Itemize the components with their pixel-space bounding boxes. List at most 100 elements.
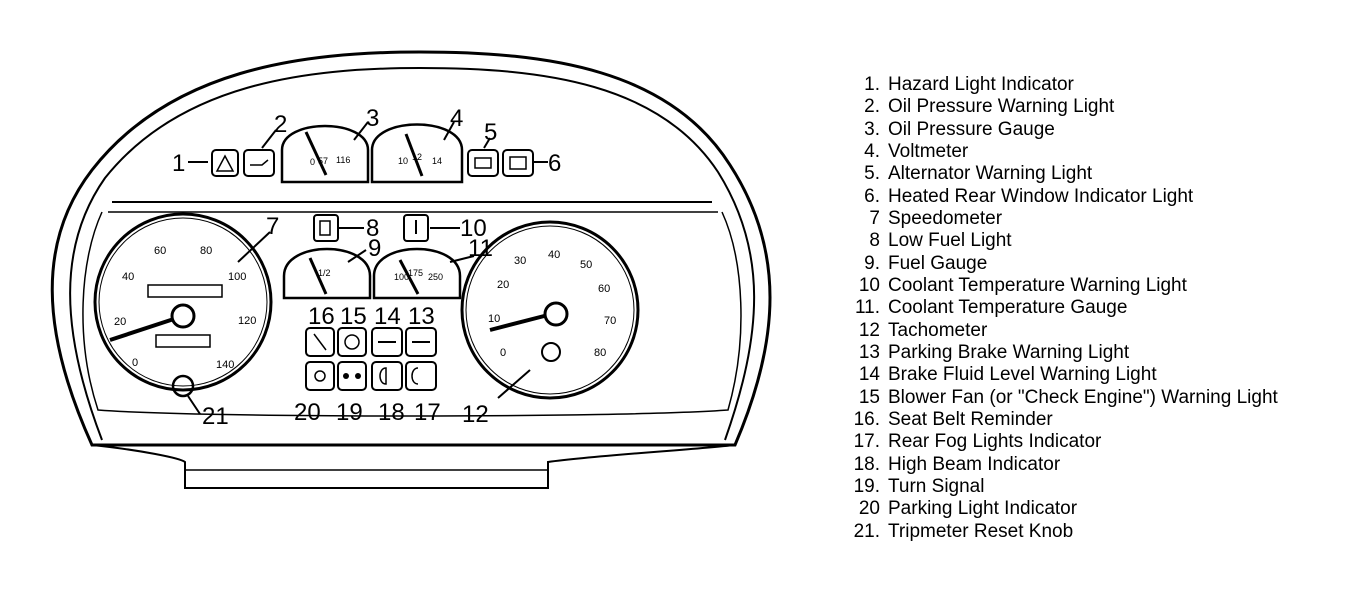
legend-label: Oil Pressure Warning Light	[888, 96, 1115, 118]
legend-label: Tripmeter Reset Knob	[888, 520, 1074, 542]
legend-number: 21.	[853, 520, 880, 542]
brake-fluid-level-warning-light	[371, 327, 403, 357]
legend-label: Oil Pressure Gauge	[888, 118, 1055, 140]
legend-item: 10 Coolant Temperature Warning Light	[836, 275, 1356, 297]
callout-leaders	[187, 121, 548, 415]
legend-label: Fuel Gauge	[888, 252, 988, 274]
tach-tick-40: 40	[548, 249, 560, 261]
volt-tick-14: 14	[432, 156, 442, 166]
legend-number: 14	[858, 364, 880, 386]
speedo-tick-120: 120	[238, 315, 256, 327]
speedo-tick-20: 20	[114, 316, 126, 328]
seat-belt-reminder	[305, 327, 335, 357]
callout-14: 14	[374, 303, 401, 330]
legend-number: 8	[869, 230, 880, 252]
callout-8: 8	[366, 215, 379, 242]
cluster-housing-outer	[50, 50, 772, 447]
callout-12: 12	[462, 401, 489, 428]
component-legend: 1.Hazard Light Indicator 2. Oil Pressure …	[836, 74, 1356, 543]
legend-item: 11. Coolant Temperature Gauge	[836, 297, 1356, 319]
legend-label: Coolant Temperature Warning Light	[888, 274, 1187, 296]
rear-fog-lights-indicator	[405, 361, 437, 391]
legend-number: 15	[858, 386, 880, 408]
callout-19: 19	[336, 399, 363, 426]
coolant-temperature-warning-light	[403, 214, 429, 242]
legend-label: Rear Fog Lights Indicator	[888, 431, 1102, 453]
low-fuel-light	[313, 214, 339, 242]
coolant-temperature-gauge: 100 175 250	[372, 247, 462, 300]
fuel-gauge: 1/2	[282, 247, 372, 300]
tach-tick-70: 70	[604, 315, 616, 327]
oil-tick-mid: 57	[318, 156, 328, 166]
callout-1: 1	[172, 150, 185, 177]
blower-fan-warning-light	[337, 327, 367, 357]
speedometer: 20 40 60 80 100 120 140 0	[93, 212, 273, 398]
legend-label: High Beam Indicator	[888, 453, 1061, 475]
alternator-warning-light	[467, 149, 499, 177]
legend-number: 6.	[864, 185, 880, 207]
legend-item: 13 Parking Brake Warning Light	[836, 342, 1356, 364]
callout-21: 21	[202, 403, 229, 430]
oil-pressure-warning-light	[243, 149, 275, 177]
oil-tick-low: 0	[310, 157, 315, 167]
legend-item: 9. Fuel Gauge	[836, 253, 1356, 275]
legend-label: Low Fuel Light	[888, 230, 1012, 252]
callout-3: 3	[366, 105, 379, 132]
legend-item: 3. Oil Pressure Gauge	[836, 119, 1356, 141]
legend-label: Heated Rear Window Indicator Light	[888, 185, 1194, 207]
heated-rear-window-indicator-light	[502, 149, 534, 177]
callout-6: 6	[548, 150, 561, 177]
hazard-light-indicator	[211, 149, 239, 177]
high-beam-indicator	[371, 361, 403, 391]
legend-number: 3.	[864, 118, 880, 140]
legend-label: Parking Light Indicator	[888, 498, 1078, 520]
cluster-housing-inner	[69, 66, 756, 441]
speedo-tick-140: 140	[216, 359, 234, 371]
callout-9: 9	[368, 235, 381, 262]
callout-20: 20	[294, 399, 321, 426]
legend-number: 9.	[864, 252, 880, 274]
callout-17: 17	[414, 399, 441, 426]
legend-label: Seat Belt Reminder	[888, 408, 1053, 430]
legend-number: 10	[858, 274, 880, 296]
legend-item: 6. Heated Rear Window Indicator Light	[836, 186, 1356, 208]
lower-face-panel	[82, 211, 742, 417]
parking-light-indicator	[305, 361, 335, 391]
callout-2: 2	[274, 111, 287, 138]
legend-item: 2. Oil Pressure Warning Light	[836, 96, 1356, 118]
callout-16: 16	[308, 303, 335, 330]
speedo-tick-60: 60	[154, 245, 166, 257]
oil-tick-high: 116	[336, 155, 350, 165]
tach-tick-80: 80	[594, 347, 606, 359]
legend-label: Parking Brake Warning Light	[888, 341, 1130, 363]
speedo-tick-40: 40	[122, 271, 134, 283]
tach-tick-10: 10	[488, 313, 500, 325]
legend-number: 1.	[864, 74, 880, 95]
legend-label: Coolant Temperature Gauge	[888, 297, 1128, 319]
legend-number: 12	[858, 319, 880, 341]
oil-pressure-gauge: 0 57 116	[280, 124, 370, 184]
legend-number: 13	[858, 341, 880, 363]
tach-tick-30: 30	[514, 255, 526, 267]
tach-tick-60: 60	[598, 283, 610, 295]
cluster-base	[91, 444, 736, 489]
legend-number: 16.	[853, 408, 880, 430]
parking-brake-warning-light	[405, 327, 437, 357]
speedo-tick-0: 0	[132, 357, 138, 369]
legend-number: 11.	[854, 297, 880, 319]
legend-number: 7	[869, 207, 880, 229]
callout-7: 7	[266, 213, 279, 240]
callout-11: 11	[468, 235, 493, 262]
legend-number: 17.	[853, 431, 880, 453]
legend-label: Turn Signal	[888, 475, 985, 497]
volt-tick-10: 10	[398, 156, 408, 166]
callout-10: 10	[460, 215, 487, 242]
callout-13: 13	[408, 303, 435, 330]
coolant-tick-100: 100	[394, 272, 409, 282]
legend-item: 1.Hazard Light Indicator	[836, 74, 1356, 96]
legend-number: 2.	[864, 96, 880, 118]
